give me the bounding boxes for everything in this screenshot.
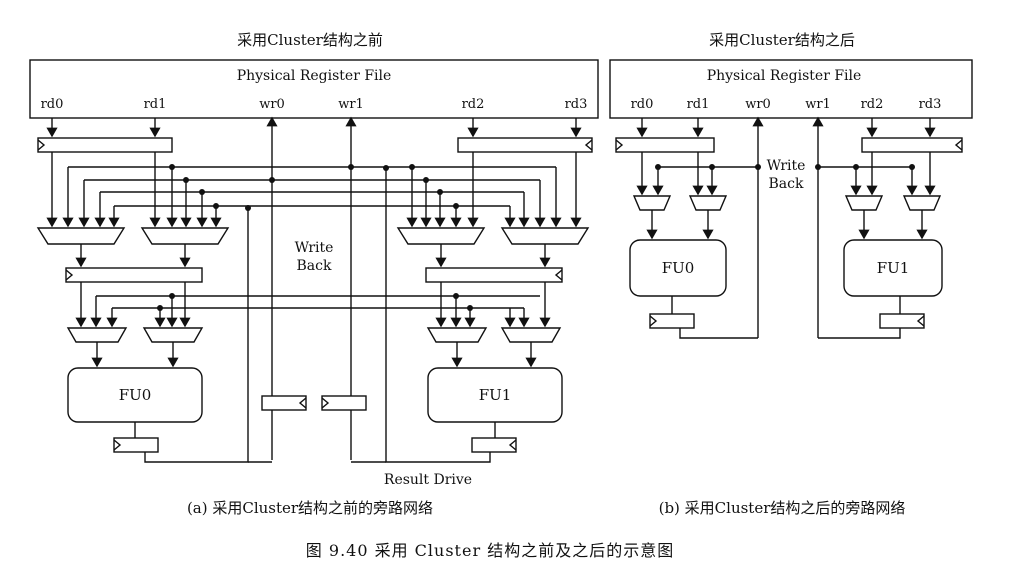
right-register-file (609, 59, 973, 119)
right-port-rd2: rd2 (861, 97, 884, 112)
left-mux-3 (396, 227, 486, 245)
left-port-wr0: wr0 (259, 97, 285, 112)
left-pipeline-latch-2 (457, 137, 593, 153)
left-mux-1 (36, 227, 126, 245)
right-pipeline-latch-1 (615, 137, 715, 153)
right-mux-4 (902, 195, 942, 211)
left-mux-5 (66, 327, 128, 343)
right-fu1-label: FU1 (877, 259, 910, 277)
right-write-back-line2: Back (769, 176, 804, 192)
left-mux-4 (500, 227, 590, 245)
left-out-latch-2 (471, 437, 517, 453)
left-fu1-label: FU1 (479, 386, 512, 404)
figure-caption: 图 9.40 采用 Cluster 结构之前及之后的示意图 (306, 541, 674, 560)
left-write-back-line2: Back (297, 258, 332, 274)
left-mux-7 (426, 327, 488, 343)
right-register-file-label: Physical Register File (707, 68, 862, 84)
right-fu0 (629, 239, 727, 297)
left-mux-6 (142, 327, 204, 343)
left-port-rd2: rd2 (462, 97, 485, 112)
right-out-latch-1 (649, 313, 695, 329)
left-port-rd3: rd3 (565, 97, 588, 112)
left-port-rd0: rd0 (41, 97, 64, 112)
left-wb-latch-1 (261, 395, 307, 411)
right-fu0-label: FU0 (662, 259, 695, 277)
right-mux-1 (632, 195, 672, 211)
left-pipeline-latch-4 (425, 267, 563, 283)
right-mux-3 (844, 195, 884, 211)
left-out-latch-1 (113, 437, 159, 453)
left-caption: (a) 采用Cluster结构之前的旁路网络 (187, 499, 433, 517)
left-pipeline-latch-1 (37, 137, 173, 153)
right-mux-2 (688, 195, 728, 211)
right-out-latch-2 (879, 313, 925, 329)
left-write-back-line1: Write (295, 240, 334, 256)
left-port-wr1: wr1 (338, 97, 364, 112)
right-port-rd3: rd3 (919, 97, 942, 112)
right-fu1 (843, 239, 943, 297)
left-register-file-label: Physical Register File (237, 68, 392, 84)
left-pipeline-latch-3 (65, 267, 203, 283)
left-register-file (29, 59, 599, 119)
right-pipeline-latch-2 (861, 137, 963, 153)
left-port-rd1: rd1 (144, 97, 167, 112)
left-wb-latch-2 (321, 395, 367, 411)
right-port-rd0: rd0 (631, 97, 654, 112)
left-title: 采用Cluster结构之前 (237, 31, 383, 49)
right-port-wr0: wr0 (745, 97, 771, 112)
left-mux-2 (140, 227, 230, 245)
right-port-wr1: wr1 (805, 97, 831, 112)
right-write-back-line1: Write (767, 158, 806, 174)
right-title: 采用Cluster结构之后 (709, 31, 855, 49)
left-mux-8 (500, 327, 562, 343)
right-caption: (b) 采用Cluster结构之后的旁路网络 (659, 499, 906, 517)
right-port-rd1: rd1 (687, 97, 710, 112)
left-fu0-label: FU0 (119, 386, 152, 404)
left-result-drive: Result Drive (384, 472, 472, 488)
